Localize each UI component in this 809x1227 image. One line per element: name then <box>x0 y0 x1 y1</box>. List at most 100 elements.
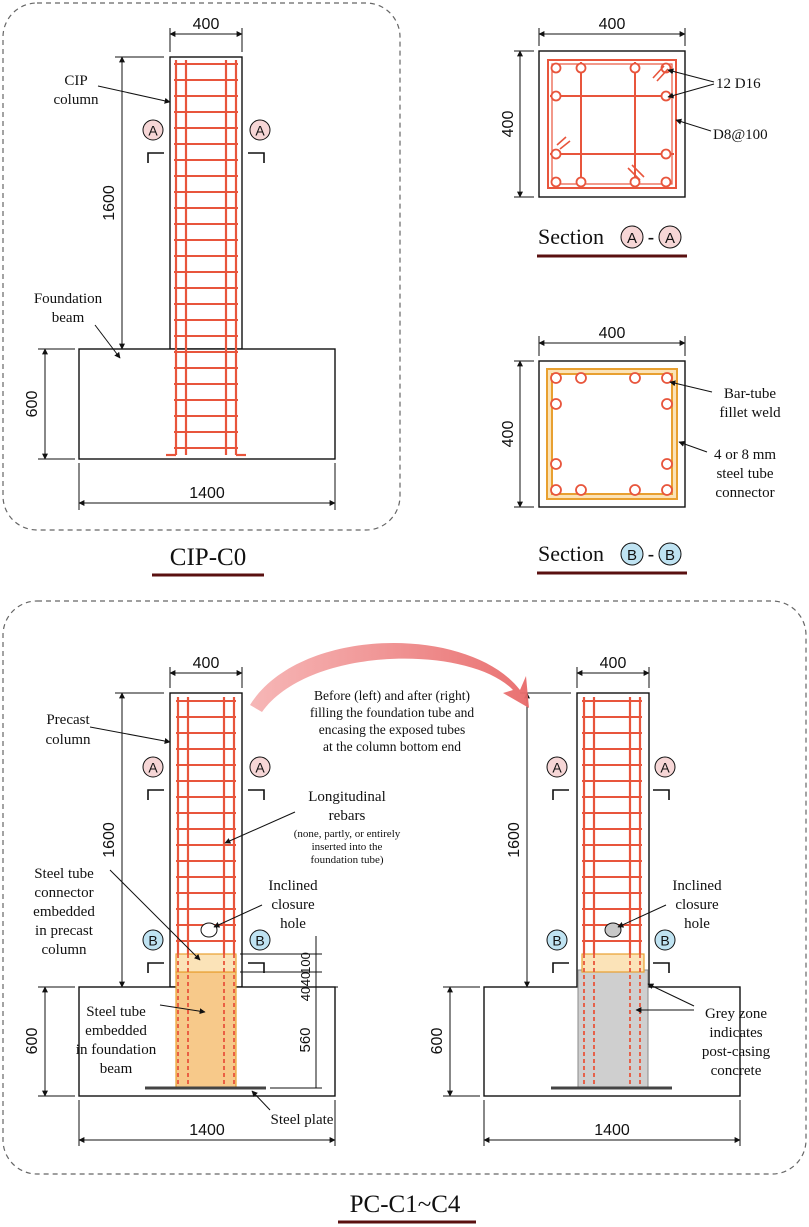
cip-title: CIP-C0 <box>170 544 246 571</box>
pc-before-beam-width-label: 1400 <box>189 1122 225 1139</box>
section-b-dims <box>514 336 686 508</box>
pc-before-marker-a-right: A <box>255 760 265 776</box>
cip-beam-leader <box>94 324 121 359</box>
cip-column-drawing <box>78 56 336 460</box>
section-a-title: Section A - A <box>537 224 687 258</box>
pc-after-dims <box>443 667 741 1146</box>
pc-after-marker-b-right: B <box>660 933 669 949</box>
pc-after-rebar-cage <box>582 697 642 1086</box>
welded-bar <box>550 372 562 384</box>
pc-before-drawing <box>78 692 336 1097</box>
welded-bar <box>550 398 562 410</box>
welded-bar <box>550 458 562 470</box>
weld-leader <box>669 380 713 393</box>
pc-after-drawing <box>483 692 741 1097</box>
section-b-drawing <box>538 360 686 508</box>
cip-section-markers: A A <box>142 119 271 163</box>
inclined-hole-after <box>604 922 622 938</box>
grey-zone-leader-1 <box>647 983 695 1007</box>
welded-bar <box>629 484 641 496</box>
pc-title: PC-C1~C4 <box>350 1191 461 1218</box>
section-a-drawing <box>538 50 686 198</box>
section-a-title-text: Section <box>538 224 604 249</box>
pc-section-markers: A A B B A A B B <box>142 756 676 973</box>
longitudinal-bar <box>660 90 672 102</box>
welded-bar <box>661 372 673 384</box>
longitudinal-bar <box>629 62 641 74</box>
section-b-title-dash: - <box>648 544 655 566</box>
hook-detail <box>627 164 645 181</box>
rebar-leader-1 <box>667 68 715 83</box>
cip-column <box>169 56 243 350</box>
cip-width-label: 400 <box>193 16 220 33</box>
section-b-title-marker-1: B <box>627 547 637 564</box>
section-a-dims <box>514 28 686 198</box>
pc-before-column-tube <box>175 953 237 973</box>
section-a-rebars <box>547 59 677 189</box>
pc-before-marker-b-left: B <box>148 933 157 949</box>
pc-after-column-tube <box>581 953 645 973</box>
stirrup-leader <box>675 118 712 132</box>
longitudinal-bar <box>660 176 672 188</box>
precast-leader <box>89 726 171 744</box>
rebar-leader-2 <box>667 83 715 99</box>
cip-foundation-beam <box>78 348 336 460</box>
long-rebar-leader <box>224 811 296 844</box>
arrow-note: Before (left) and after (right)filling t… <box>310 688 474 754</box>
welded-bar <box>575 484 587 496</box>
cip-column-leader <box>97 85 171 104</box>
outer-stirrup-inner <box>551 63 673 185</box>
dim-40b-label: 40 <box>298 987 313 1001</box>
steel-plate-label: Steel plate <box>271 1112 334 1128</box>
tube-connector-leader <box>109 869 201 961</box>
dim-560-label: 560 <box>297 1027 314 1052</box>
pc-before-height-label: 1600 <box>101 822 118 858</box>
pc-before-marker-a-left: A <box>148 760 158 776</box>
pc-before-marker-b-right: B <box>255 933 264 949</box>
longitudinal-bar <box>660 148 672 160</box>
cip-beam-height-label: 600 <box>24 391 41 418</box>
pc-after-height-label: 1600 <box>506 822 523 858</box>
longitudinal-bar <box>575 62 587 74</box>
pc-before-width-label: 400 <box>193 655 220 672</box>
welded-bar <box>629 372 641 384</box>
hook-detail <box>556 136 571 150</box>
welded-bar <box>661 458 673 470</box>
pc-panel-frame <box>2 600 807 1175</box>
welded-bar <box>575 372 587 384</box>
hook-detail <box>652 65 669 82</box>
longitudinal-bar <box>550 62 562 74</box>
welded-bar <box>661 398 673 410</box>
section-a-rebar-label: 12 D16 <box>716 76 761 92</box>
cip-height-label: 1600 <box>101 185 118 221</box>
section-a-title-dash: - <box>648 227 655 249</box>
pc-after-marker-a-left: A <box>552 760 562 776</box>
longitudinal-bar <box>629 176 641 188</box>
pc-after-width-label: 400 <box>600 655 627 672</box>
pc-after-grey-zone <box>577 969 649 1089</box>
cip-marker-a-left: A <box>148 123 158 139</box>
cip-rebar-cage <box>166 60 246 457</box>
tube-embedded-leader <box>159 1004 206 1015</box>
inclined-hole-leader-after <box>617 904 667 928</box>
pc-before-foundation-tube <box>175 971 237 1089</box>
pc-after-marker-b-left: B <box>552 933 561 949</box>
dim-40a-label: 40 <box>298 972 313 986</box>
section-b-height-label: 400 <box>500 421 517 448</box>
section-a-title-marker-2: A <box>665 230 675 247</box>
before-after-arrow <box>250 642 529 712</box>
steel-plate-leader <box>251 1090 271 1111</box>
welded-bar <box>550 484 562 496</box>
section-b-title-marker-2: B <box>665 547 675 564</box>
